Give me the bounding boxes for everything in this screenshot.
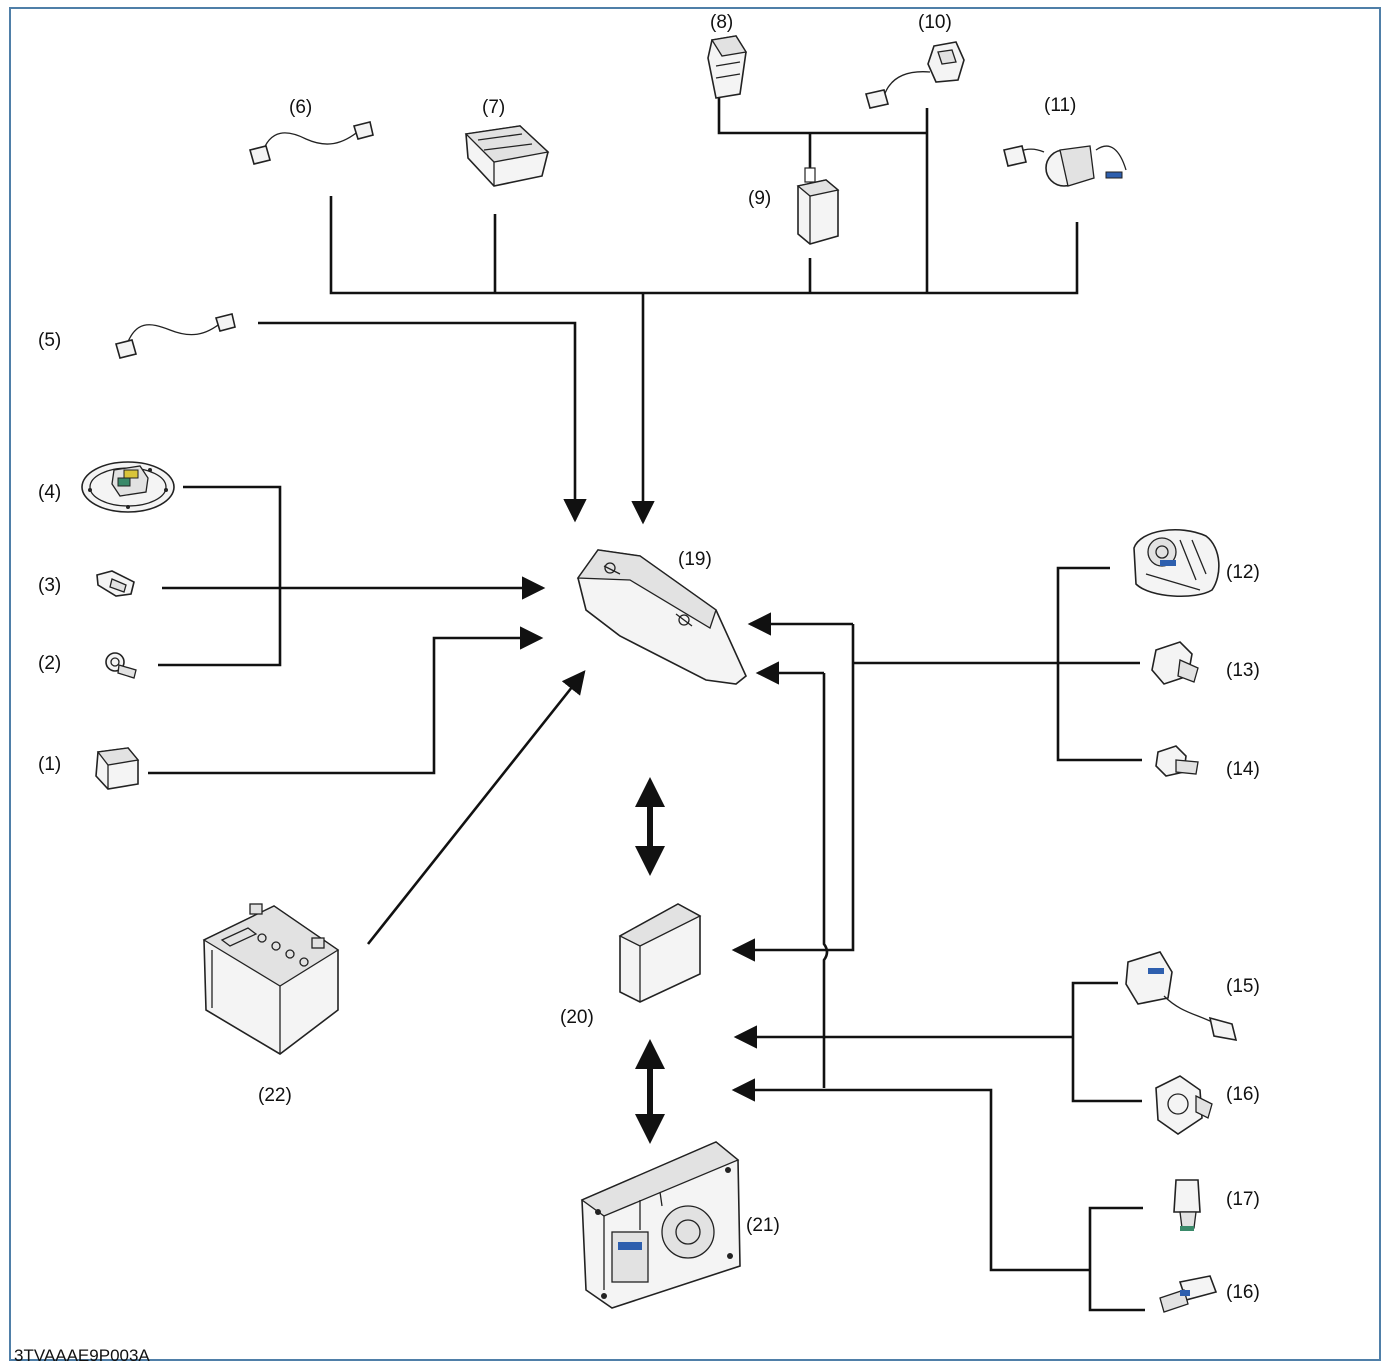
label-14: (14): [1226, 759, 1260, 780]
component-9-relay-icon: [796, 167, 840, 245]
label-8: (8): [710, 12, 733, 33]
component-15-sensor-icon: [1125, 951, 1238, 1042]
component-3-sensor-icon: [96, 570, 135, 597]
label-7: (7): [482, 97, 505, 118]
component-1-switch-icon: [95, 747, 140, 790]
component-20-control-box-icon: [618, 903, 702, 1003]
label-19: (19): [678, 549, 712, 570]
component-11-sensor-icon: [1003, 145, 1127, 187]
label-10: (10): [918, 12, 952, 33]
label-1: (1): [38, 754, 61, 775]
label-4: (4): [38, 482, 61, 503]
component-19-ecu-icon: [576, 549, 747, 685]
figure-code: 3TVAAAE9P003A: [14, 1346, 150, 1365]
component-16-sensor-icon: [1155, 1075, 1213, 1135]
wiring: [148, 98, 1145, 1312]
component-8-connector-icon: [707, 35, 748, 99]
label-21: (21): [746, 1215, 780, 1236]
component-labels: (1) (2) (3) (4) (5) (6) (7) (8) (9) (10)…: [38, 12, 1260, 1303]
component-13-sensor-icon: [1151, 641, 1199, 685]
component-21-pump-body-icon: [580, 1141, 741, 1309]
label-2: (2): [38, 653, 61, 674]
label-11: (11): [1044, 95, 1076, 116]
label-3: (3): [38, 575, 61, 596]
label-17: (17): [1226, 1189, 1260, 1210]
component-12-alternator-icon: [1133, 529, 1220, 598]
label-20: (20): [560, 1007, 594, 1028]
label-9: (9): [748, 188, 771, 209]
label-18: (16): [1226, 1282, 1260, 1303]
label-12: (12): [1226, 562, 1260, 583]
label-15: (15): [1226, 976, 1260, 997]
component-22-battery-icon: [202, 903, 340, 1055]
component-17-pressure-switch-icon: [1173, 1179, 1201, 1231]
component-6-harness-sensor-icon: [249, 121, 374, 165]
label-5: (5): [38, 330, 61, 351]
component-18-temperature-sensor-icon: [1159, 1275, 1218, 1313]
component-5-harness-sensor-icon: [115, 313, 236, 359]
component-2-sensor-icon: [105, 652, 137, 679]
label-13: (13): [1226, 660, 1260, 681]
component-10-sensor-icon: [864, 41, 965, 109]
component-7-sensor-box-icon: [464, 125, 550, 187]
label-16: (16): [1226, 1084, 1260, 1105]
component-4-fuel-sender-icon: [81, 461, 175, 513]
page-frame: [9, 7, 1381, 1361]
label-6: (6): [289, 97, 312, 118]
component-14-sensor-icon: [1155, 745, 1199, 777]
label-22: (22): [258, 1085, 292, 1106]
